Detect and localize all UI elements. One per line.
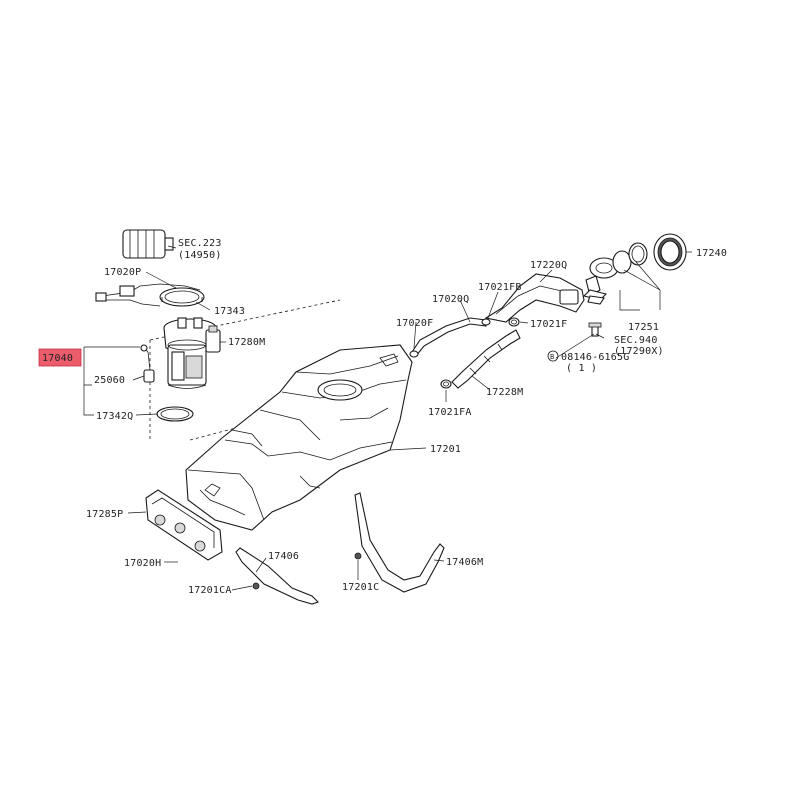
leader-lines	[83, 245, 692, 591]
vent-tube-17020f	[411, 317, 487, 357]
label-17040[interactable]: 17040	[42, 353, 73, 364]
highlight-17040	[38, 348, 82, 367]
label-17343[interactable]: 17343	[214, 306, 245, 317]
heat-shield-17285p	[145, 489, 223, 561]
clamp-17021fa	[440, 379, 452, 389]
label-17020h[interactable]: 17020H	[124, 558, 161, 569]
label-17020p[interactable]: 17020P	[104, 267, 141, 278]
tank-strap-17406	[235, 547, 320, 605]
label-25060[interactable]: 25060	[94, 375, 125, 386]
pump-module-body	[163, 317, 217, 389]
label-17342q[interactable]: 17342Q	[96, 411, 133, 422]
label-17280m[interactable]: 17280M	[228, 337, 265, 348]
clamp-17020f-end	[409, 350, 419, 358]
filler-neck-assembly	[582, 257, 619, 301]
label-17228m[interactable]: 17228M	[486, 387, 523, 398]
fuel-tank-17201	[185, 344, 413, 531]
label-17201c[interactable]: 17201C	[342, 582, 379, 593]
bolt-circle-marker	[547, 350, 559, 362]
label-17240[interactable]: 17240	[696, 248, 727, 259]
filler-tube-17220q	[484, 273, 585, 323]
label-bolt-circle: B	[550, 353, 554, 361]
fuel-filter-sec223	[122, 229, 174, 259]
label-17201ca[interactable]: 17201CA	[188, 585, 232, 596]
clamp-17021f	[508, 317, 520, 327]
label-17020f[interactable]: 17020F	[396, 318, 433, 329]
seal-rings-17251	[612, 242, 648, 274]
label-sec940[interactable]: SEC.940	[614, 335, 658, 346]
label-sec223-sub[interactable]: (14950)	[178, 250, 222, 261]
label-17406m[interactable]: 17406M	[446, 557, 483, 568]
label-17406[interactable]: 17406	[268, 551, 299, 562]
label-bolt-qty: ( 1 )	[566, 363, 597, 374]
tank-strap-17406m	[354, 492, 445, 593]
fuel-level-sensor-25060	[140, 344, 155, 383]
label-sec940-sub[interactable]: (17290X)	[614, 346, 664, 357]
clamp-17021fb	[481, 318, 491, 326]
label-17021f[interactable]: 17021F	[530, 319, 567, 330]
label-17020q[interactable]: 17020Q	[432, 294, 469, 305]
label-17251[interactable]: 17251	[628, 322, 659, 333]
lock-ring-17343	[159, 287, 205, 307]
gasket-17342q	[156, 406, 194, 422]
label-17285p[interactable]: 17285P	[86, 509, 123, 520]
label-17021fb[interactable]: 17021FB	[478, 282, 522, 293]
label-sec223[interactable]: SEC.223	[178, 238, 222, 249]
label-17021fa[interactable]: 17021FA	[428, 407, 472, 418]
bolt-08146	[588, 322, 602, 337]
part-labels: 17040 25060 17342Q 17020P SEC.223 (14950…	[42, 238, 727, 596]
bracket-sec940	[587, 295, 605, 305]
filler-cap-17240	[653, 233, 687, 271]
label-17201[interactable]: 17201	[430, 444, 461, 455]
filler-hose-17228m	[451, 329, 521, 389]
label-17220q[interactable]: 17220Q	[530, 260, 567, 271]
pump-harness-17020p	[95, 283, 201, 307]
label-bolt[interactable]: 08146-6165G	[561, 352, 629, 363]
pressure-sensor-17280m	[205, 325, 221, 353]
